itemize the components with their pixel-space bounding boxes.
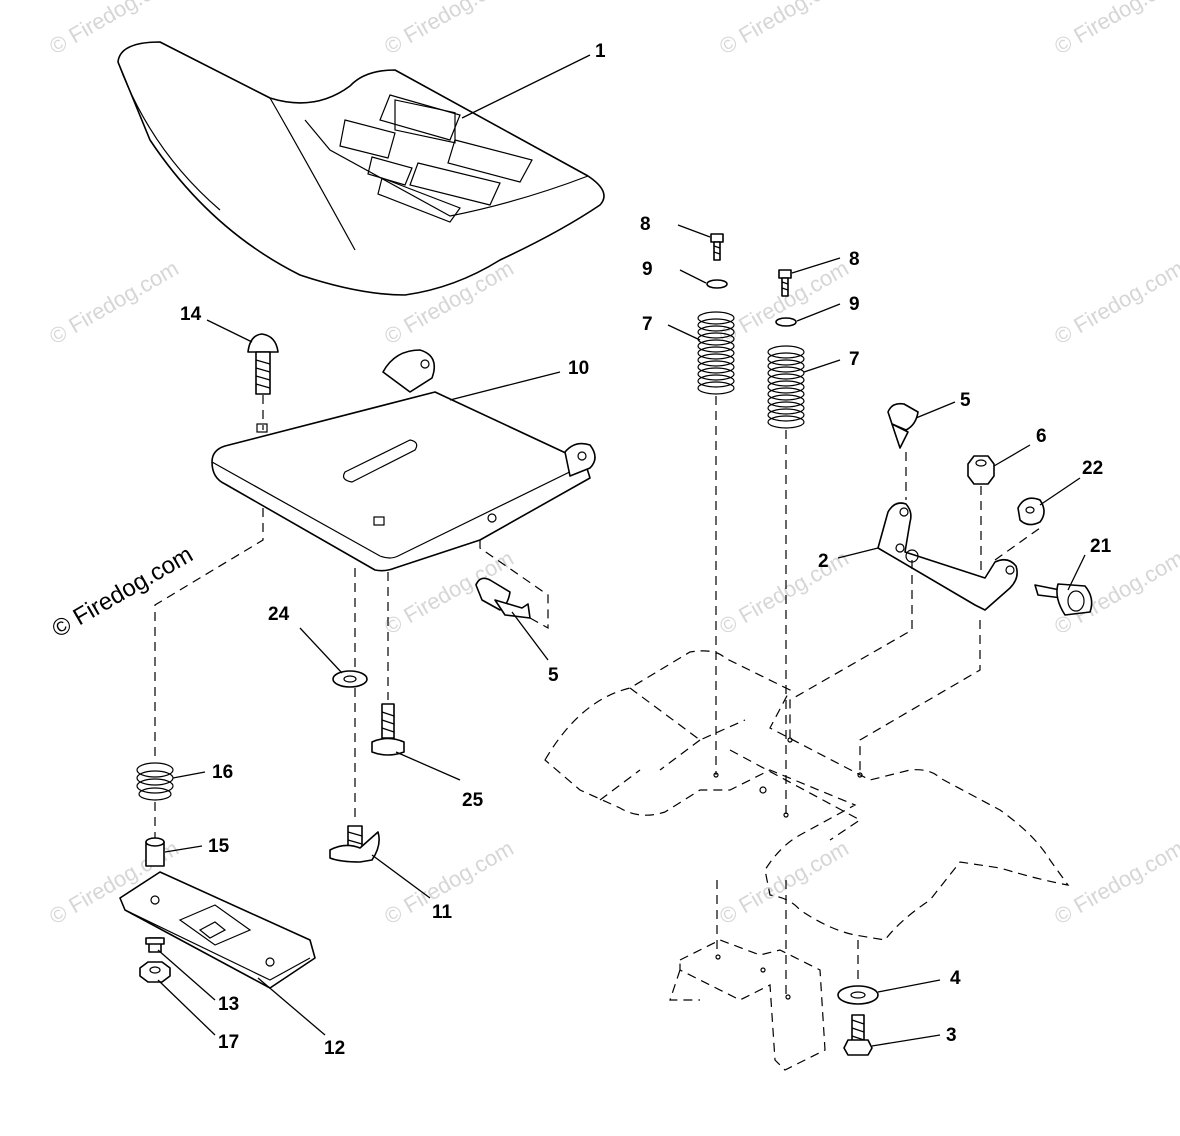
leader-5-lower [511, 611, 549, 661]
callout-2: 2 [818, 551, 829, 572]
watermark-faint: © Firedog.com [715, 835, 853, 929]
leader-1 [461, 54, 591, 119]
callout-3: 3 [946, 1025, 957, 1046]
callout-16: 16 [212, 762, 233, 783]
callout-17: 17 [218, 1032, 239, 1053]
watermark-faint: © Firedog.com [45, 255, 183, 349]
leader-9a [679, 269, 707, 284]
leader-5-upper [915, 401, 956, 419]
callout-4: 4 [950, 968, 961, 989]
callout-5-upper: 5 [960, 390, 971, 411]
callout-14: 14 [180, 304, 202, 325]
callout-9a: 9 [642, 259, 653, 280]
callout-11: 11 [432, 902, 453, 923]
spring-part-7a [697, 311, 735, 395]
nut-part-22 [1017, 497, 1045, 526]
callout-24: 24 [268, 604, 290, 625]
leader-12 [257, 977, 326, 1036]
hidden-line [154, 508, 264, 760]
callout-13: 13 [218, 994, 239, 1015]
spacer-part [145, 837, 165, 867]
washer-part-4 [837, 985, 879, 1005]
leader-8a [677, 224, 711, 238]
spring-part-16 [136, 762, 174, 801]
washer-part-9a [706, 279, 728, 289]
callout-15: 15 [208, 836, 230, 857]
callout-22: 22 [1082, 458, 1103, 479]
callout-12: 12 [324, 1038, 345, 1059]
leader-10 [449, 371, 561, 401]
leader-22 [1039, 477, 1081, 506]
spring-part-7b [767, 345, 805, 429]
callout-7b: 7 [849, 349, 860, 370]
hex-bolt-part-13 [145, 937, 165, 953]
leader-7b [803, 359, 841, 373]
hidden-line [479, 540, 549, 630]
watermark-faint: © Firedog.com [715, 0, 853, 59]
leader-25 [395, 751, 461, 781]
leader-4 [877, 979, 941, 993]
watermark-faint: © Firedog.com [1050, 255, 1180, 349]
hidden-line [789, 560, 913, 740]
nut-part-17 [139, 961, 171, 983]
bolt-part-8a [710, 233, 724, 261]
leader-13 [157, 949, 216, 1001]
leader-3 [871, 1034, 941, 1047]
callout-7a: 7 [642, 314, 653, 335]
leader-8b [791, 257, 841, 274]
watermark-main: © Firedog.com [48, 541, 198, 643]
seat-part [117, 41, 605, 296]
callout-5-lower: 5 [548, 665, 559, 686]
wing-knob-part [329, 825, 380, 863]
callout-21: 21 [1090, 536, 1112, 557]
watermark-faint: © Firedog.com [715, 545, 853, 639]
frame-hidden [544, 650, 1070, 1071]
washer-part [332, 670, 368, 688]
leader-16 [172, 771, 206, 779]
washer-part-9b [775, 317, 797, 327]
callout-8a: 8 [640, 214, 651, 235]
shoulder-bolt-part [371, 703, 405, 756]
callout-8b: 8 [849, 249, 860, 270]
leader-2 [837, 547, 879, 559]
callout-10: 10 [568, 358, 589, 379]
callout-9b: 9 [849, 294, 860, 315]
leader-17 [157, 979, 216, 1036]
leader-7a [667, 324, 701, 341]
leader-11 [371, 854, 431, 899]
watermark-faint: © Firedog.com [1050, 835, 1180, 929]
hex-bolt-part-3 [843, 1014, 873, 1056]
leader-24 [299, 627, 343, 674]
nut-part-6 [967, 455, 995, 485]
leader-9b [796, 303, 841, 322]
leader-14 [206, 319, 253, 343]
leader-6 [993, 444, 1031, 467]
hidden-line [994, 527, 1041, 561]
mounting-bracket-part [877, 502, 1018, 611]
seat-pan-part [211, 349, 596, 572]
hidden-line [859, 620, 981, 775]
callout-6: 6 [1036, 426, 1047, 447]
carriage-bolt-part [247, 333, 279, 395]
shoulder-bolt-part-21 [1034, 583, 1093, 616]
watermark-faint: © Firedog.com [380, 0, 518, 59]
callout-1: 1 [595, 41, 606, 62]
leader-21 [1067, 554, 1086, 591]
leader-15 [164, 845, 203, 853]
clip-part-lower [475, 577, 531, 619]
bolt-part-8b [778, 269, 792, 297]
clip-part-upper [887, 402, 919, 449]
callout-25: 25 [462, 790, 484, 811]
bracket-plate-part [119, 871, 316, 989]
watermark-faint: © Firedog.com [1050, 0, 1180, 59]
